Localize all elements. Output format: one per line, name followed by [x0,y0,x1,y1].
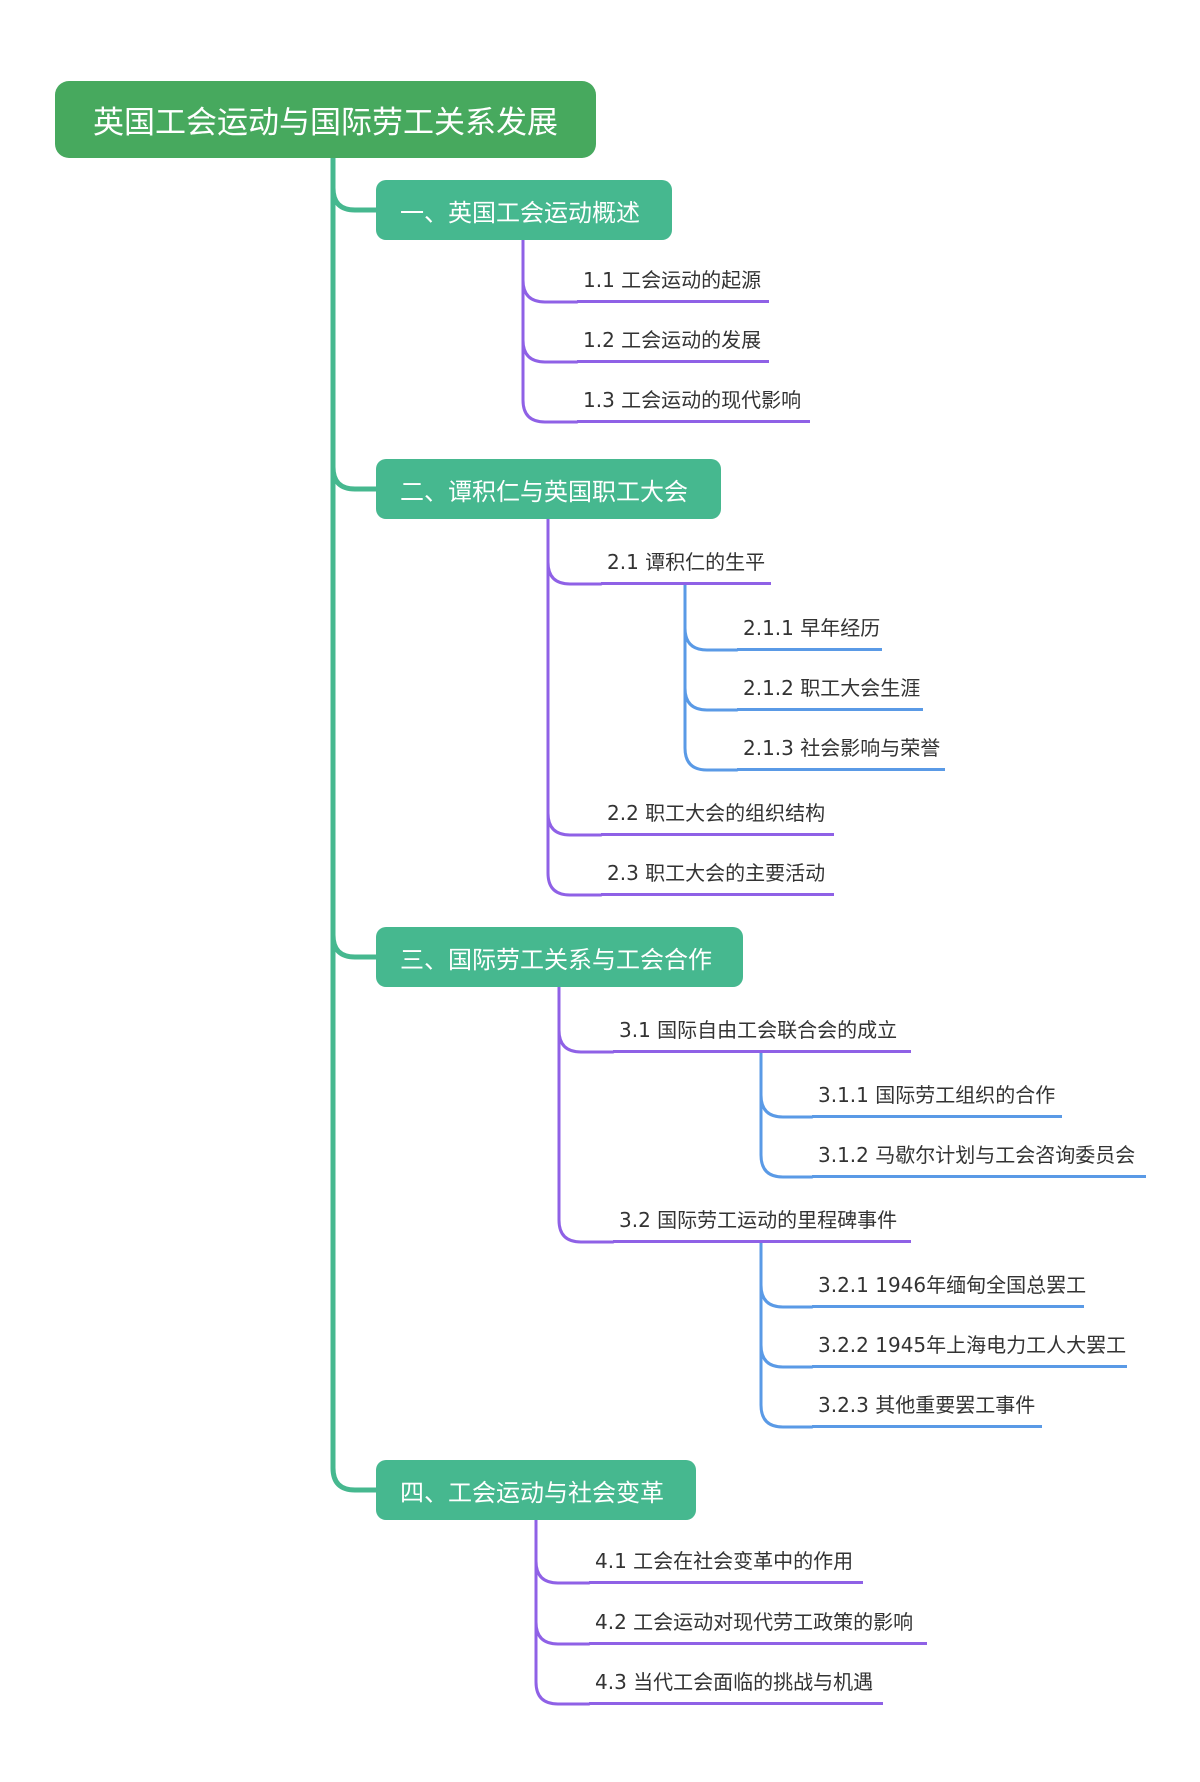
connector-section-subtopic [546,517,603,897]
connector-section-subtopic [521,238,579,424]
subtopic-4-3[interactable]: 4.3 当代工会面临的挑战与机遇 [589,1665,883,1705]
subtopic-3-1-2[interactable]: 3.1.2 马歇尔计划与工会咨询委员会 [812,1138,1146,1178]
subtopic-3-1[interactable]: 3.1 国际自由工会联合会的成立 [613,1013,911,1053]
connector-subtopic-detail [759,1240,814,1309]
subtopic-2-1[interactable]: 2.1 谭积仁的生平 [601,545,771,585]
connector-section-subtopic [534,1518,591,1585]
connector-root-section [330,155,379,1493]
connector-root-section [330,155,379,213]
subtopic-3-2-2[interactable]: 3.2.2 1945年上海电力工人大罢工 [812,1328,1127,1368]
section-topic-1[interactable]: 一、英国工会运动概述 [376,180,672,240]
subtopic-4-1[interactable]: 4.1 工会在社会变革中的作用 [589,1544,863,1584]
connector-section-subtopic [557,985,615,1244]
subtopic-4-2[interactable]: 4.2 工会运动对现代劳工政策的影响 [589,1605,927,1645]
subtopic-3-2-3[interactable]: 3.2.3 其他重要罢工事件 [812,1388,1042,1428]
subtopic-1-1[interactable]: 1.1 工会运动的起源 [577,263,769,303]
subtopic-3-1-1[interactable]: 3.1.1 国际劳工组织的合作 [812,1078,1062,1118]
section-topic-label: 三、国际劳工关系与工会合作 [400,945,712,974]
connector-subtopic-detail [759,1050,814,1179]
section-topic-4[interactable]: 四、工会运动与社会变革 [376,1460,696,1520]
section-topic-2[interactable]: 二、谭积仁与英国职工大会 [376,459,721,519]
connector-section-subtopic [521,238,579,304]
subtopic-3-2[interactable]: 3.2 国际劳工运动的里程碑事件 [613,1203,911,1243]
section-topic-3[interactable]: 三、国际劳工关系与工会合作 [376,927,743,987]
connector-subtopic-detail [683,582,739,772]
subtopic-2-1-3[interactable]: 2.1.3 社会影响与荣誉 [737,731,945,771]
root-topic-label: 英国工会运动与国际劳工关系发展 [93,105,558,141]
subtopic-1-3[interactable]: 1.3 工会运动的现代影响 [577,383,810,423]
connector-section-subtopic [546,517,603,586]
connector-root-section [330,155,379,960]
subtopic-2-1-2[interactable]: 2.1.2 职工大会生涯 [737,671,923,711]
connector-section-subtopic [557,985,615,1054]
connector-subtopic-detail [683,582,739,652]
section-topic-label: 一、英国工会运动概述 [400,198,640,227]
subtopic-3-2-1[interactable]: 3.2.1 1946年缅甸全国总罢工 [812,1268,1086,1308]
connector-section-subtopic [546,517,603,837]
subtopic-1-2[interactable]: 1.2 工会运动的发展 [577,323,769,363]
connector-subtopic-detail [759,1240,814,1429]
subtopic-2-2[interactable]: 2.2 职工大会的组织结构 [601,796,834,836]
subtopic-2-1-1[interactable]: 2.1.1 早年经历 [737,611,882,651]
section-topic-label: 二、谭积仁与英国职工大会 [400,477,688,506]
connector-section-subtopic [534,1518,591,1706]
subtopic-2-3[interactable]: 2.3 职工大会的主要活动 [601,856,834,896]
section-topic-label: 四、工会运动与社会变革 [400,1478,664,1507]
root-topic[interactable]: 英国工会运动与国际劳工关系发展 [55,81,596,158]
connector-subtopic-detail [759,1050,814,1119]
